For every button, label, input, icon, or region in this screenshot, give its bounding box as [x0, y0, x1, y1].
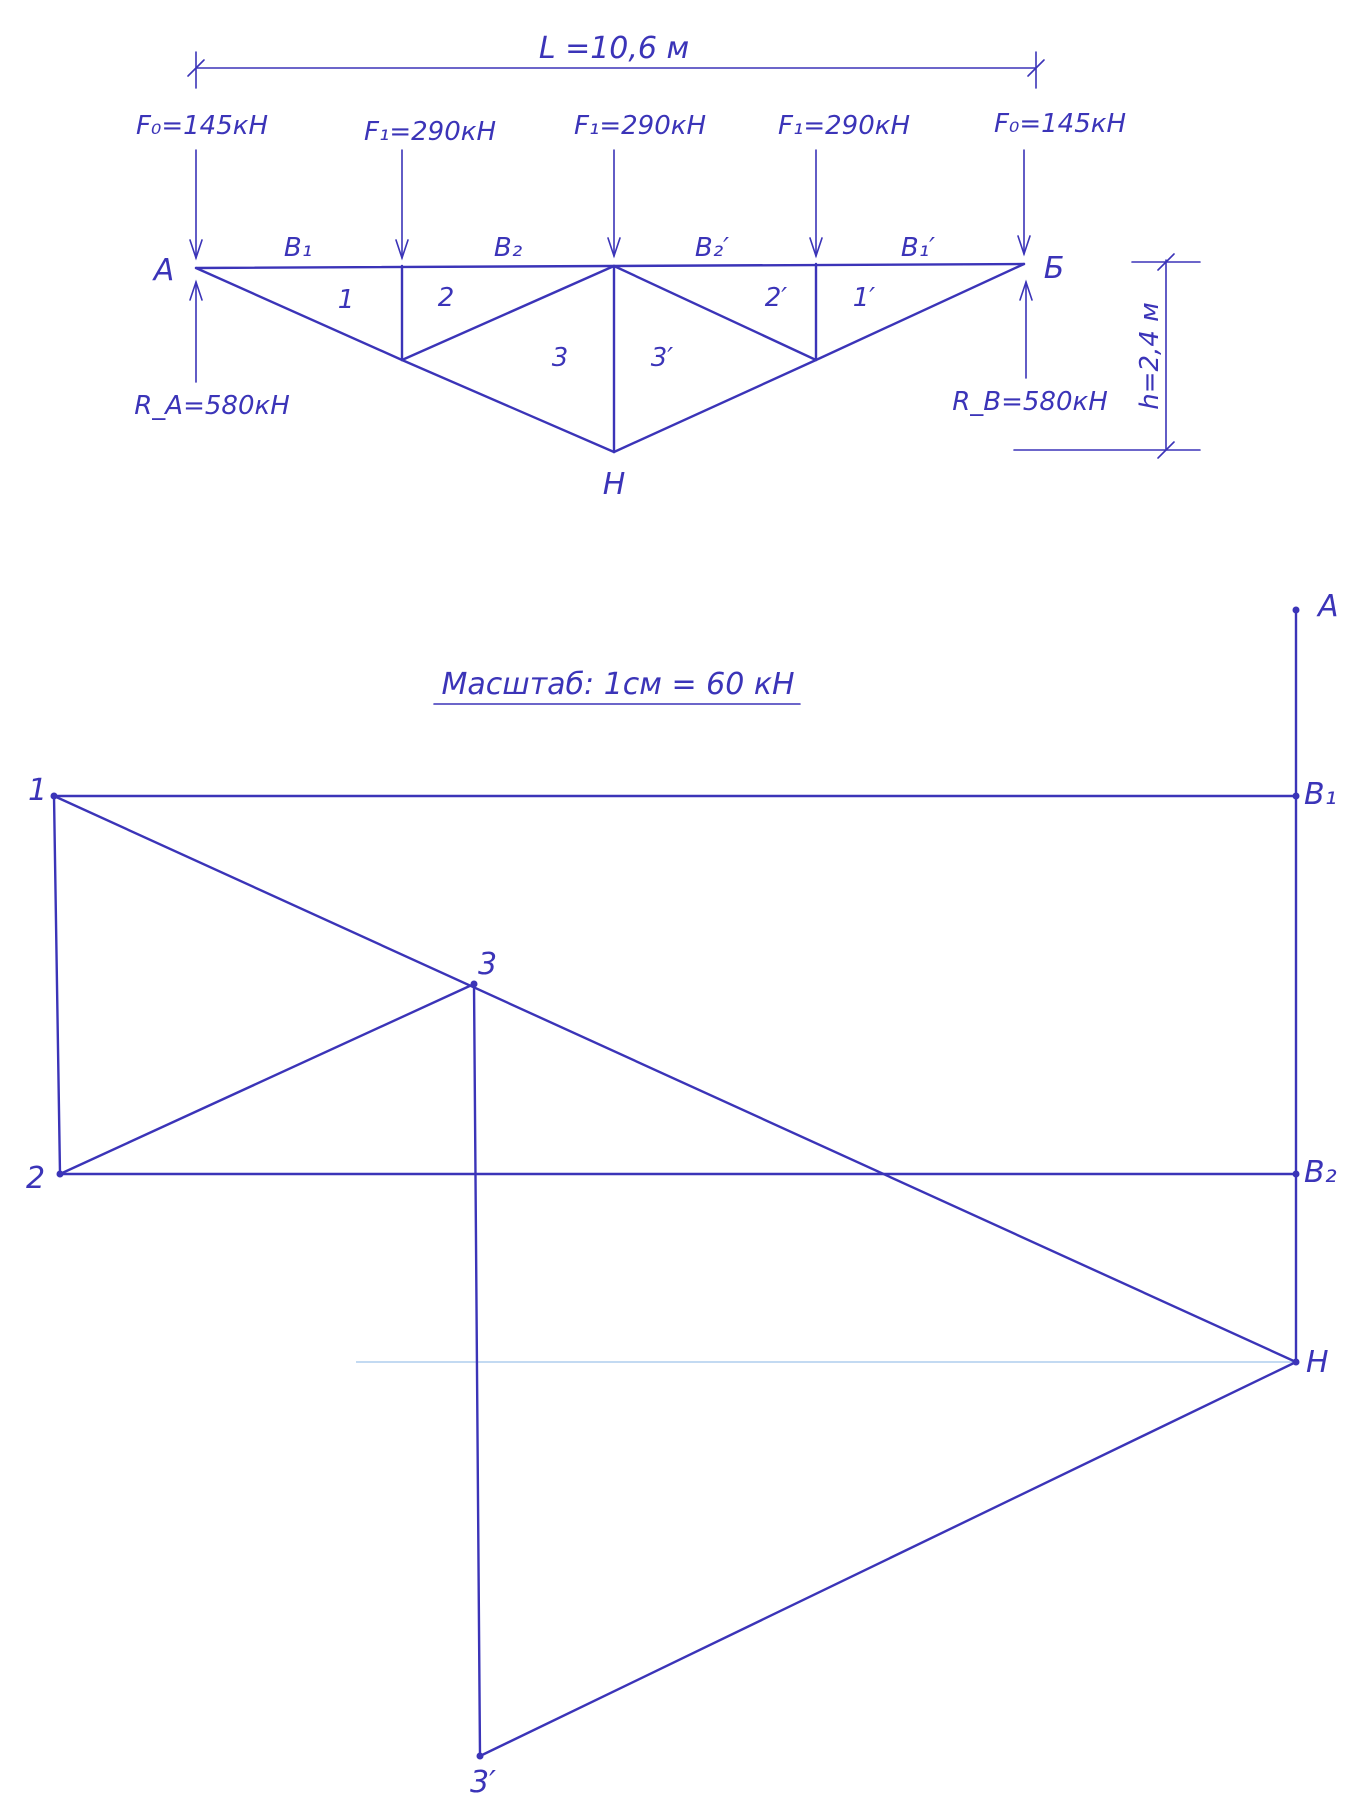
span-dimension-slash-right: [1027, 59, 1045, 77]
point-3-prime: [476, 1752, 484, 1760]
line-1-2: [52, 794, 62, 1176]
load-label-4: F₀=145кН: [994, 109, 1126, 139]
truss-scheme: L =10,6 м: [134, 31, 1201, 502]
point-label-a: A: [1316, 589, 1339, 624]
point-label-2: 2: [26, 1161, 45, 1196]
point-2: [56, 1170, 64, 1178]
panel-label-b1-prime: B₁′: [901, 233, 935, 263]
height-label: h=2,4 м: [1135, 302, 1165, 410]
node-label-left-support: А: [152, 253, 175, 288]
point-a: [1292, 606, 1300, 614]
load-arrow-head-2: [607, 237, 621, 259]
height-dimension-slash-bottom: [1157, 441, 1175, 459]
reaction-arrow-head-right: [1019, 279, 1033, 301]
load-arrow-head-1: [395, 239, 409, 261]
line-3-3prime: [472, 982, 482, 1758]
point-h: [1292, 1358, 1300, 1366]
load-arrow-head-3: [809, 237, 823, 259]
load-arrow-head-0: [189, 239, 203, 261]
reaction-label-right: R_B=580кН: [952, 387, 1108, 417]
panel-label-3-prime: 3′: [651, 343, 674, 373]
point-label-3: 3: [478, 947, 497, 982]
load-label-2: F₁=290кН: [574, 111, 706, 141]
reaction-arrow-head-left: [189, 279, 203, 301]
point-b1: [1292, 792, 1300, 800]
panel-label-b1: B₁: [284, 233, 312, 263]
scale-label: Масштаб: 1см = 60 кН: [441, 667, 794, 702]
line-2-3: [58, 982, 476, 1176]
line-1-h: [52, 794, 1298, 1364]
load-label-3: F₁=290кН: [778, 111, 910, 141]
load-arrows: [189, 149, 1031, 261]
load-label-0: F₀=145кН: [136, 111, 268, 141]
panel-label-1: 1: [338, 285, 355, 315]
height-dimension-slash-top: [1157, 253, 1175, 271]
point-3: [470, 980, 478, 988]
truss-bottom-chord-left-a: [194, 266, 404, 362]
force-polygon: Масштаб: 1см = 60 кН A B₁ B₂ H 1 2 3 3′: [26, 589, 1339, 1795]
panel-label-1-prime: 1′: [853, 283, 876, 313]
truss-diagonal-left: [400, 264, 616, 362]
panel-label-2-prime: 2′: [765, 283, 788, 313]
truss-bottom-chord-right-a: [612, 358, 818, 454]
span-dimension-slash-left: [187, 59, 205, 77]
reaction-label-left: R_A=580кН: [134, 391, 290, 421]
point-1: [50, 792, 58, 800]
point-label-1: 1: [28, 773, 47, 808]
span-label: L =10,6 м: [539, 31, 689, 66]
panel-label-2: 2: [438, 283, 455, 313]
point-label-3-prime: 3′: [470, 1765, 496, 1795]
truss-bottom-chord-right-b: [814, 262, 1026, 362]
load-label-1: F₁=290кН: [364, 117, 496, 147]
panel-label-3: 3: [552, 343, 569, 373]
node-label-right-support: Б: [1044, 251, 1065, 286]
truss-top-chord: [194, 262, 1026, 270]
panel-label-b2: B₂: [494, 233, 522, 263]
truss-bottom-chord-left-b: [400, 358, 616, 454]
line-3prime-h: [478, 1360, 1298, 1758]
node-label-bottom: Н: [603, 467, 626, 502]
point-label-h: H: [1306, 1345, 1329, 1380]
point-b2: [1292, 1170, 1300, 1178]
panel-label-b2-prime: B₂′: [695, 233, 729, 263]
load-arrow-head-4: [1017, 235, 1031, 257]
point-label-b2: B₂: [1304, 1155, 1337, 1190]
point-label-b1: B₁: [1304, 777, 1337, 812]
truss-diagonal-right: [612, 264, 818, 362]
